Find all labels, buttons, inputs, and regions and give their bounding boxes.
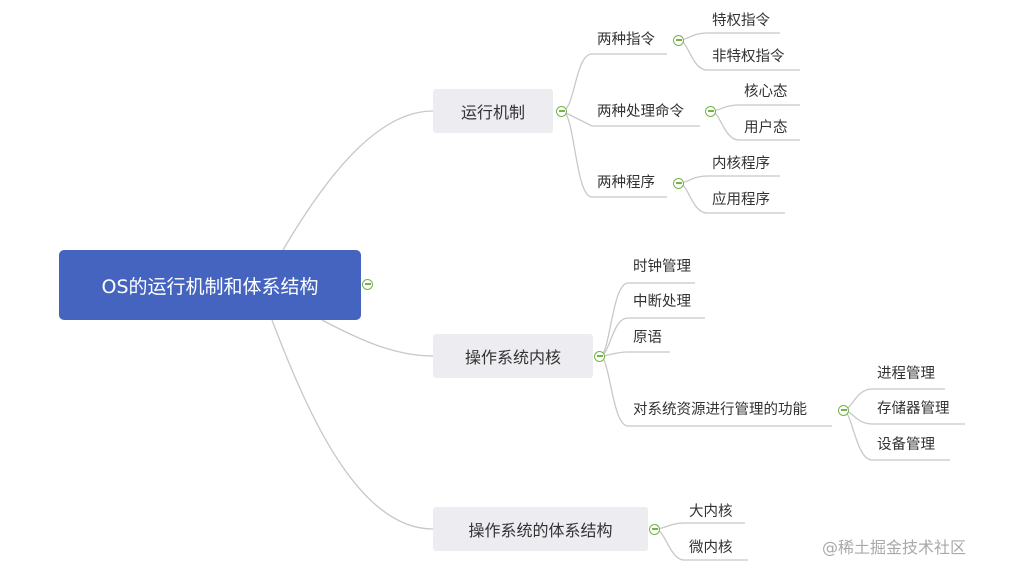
branch-architecture[interactable]: 操作系统的体系结构: [433, 507, 648, 551]
collapse-states-icon[interactable]: [705, 106, 716, 117]
leaf-non-privileged-instruction[interactable]: 非特权指令: [712, 48, 785, 66]
topic-label: 时钟管理: [633, 259, 691, 275]
topic-label: 对系统资源进行管理的功能: [633, 402, 807, 418]
topic-label: 原语: [633, 330, 662, 346]
watermark-text: @稀土掘金技术社区: [822, 538, 967, 557]
collapse-programs-icon[interactable]: [673, 178, 684, 189]
leaf-label: 非特权指令: [712, 49, 785, 65]
topic-two-programs[interactable]: 两种程序: [597, 174, 655, 192]
topic-clock-management[interactable]: 时钟管理: [633, 258, 691, 276]
topic-resource-management[interactable]: 对系统资源进行管理的功能: [633, 401, 807, 419]
leaf-kernel-program[interactable]: 内核程序: [712, 155, 770, 173]
topic-two-programs-label: 两种程序: [597, 175, 655, 191]
leaf-kernel-mode[interactable]: 核心态: [744, 83, 788, 101]
link-root-architecture: [271, 319, 434, 530]
leaf-label: 存储器管理: [877, 401, 950, 417]
topic-interrupt-handling[interactable]: 中断处理: [633, 293, 691, 311]
leaf-application-program[interactable]: 应用程序: [712, 191, 770, 209]
leaf-privileged-instruction[interactable]: 特权指令: [712, 12, 770, 30]
leaf-microkernel[interactable]: 微内核: [689, 539, 733, 557]
leaf-user-mode[interactable]: 用户态: [744, 119, 788, 137]
link-root-mechanism: [282, 110, 434, 251]
branch-kernel[interactable]: 操作系统内核: [433, 334, 593, 378]
leaf-memory-management[interactable]: 存储器管理: [877, 400, 950, 418]
topic-two-states-label: 两种处理命令: [597, 104, 684, 120]
leaf-label: 核心态: [744, 84, 788, 100]
topic-two-states[interactable]: 两种处理命令: [597, 103, 684, 121]
leaf-label: 应用程序: [712, 192, 770, 208]
branch-architecture-label: 操作系统的体系结构: [468, 521, 613, 540]
leaf-label: 内核程序: [712, 156, 770, 172]
collapse-root-icon[interactable]: [362, 279, 373, 290]
topic-primitive[interactable]: 原语: [633, 329, 662, 347]
leaf-label: 用户态: [744, 120, 788, 136]
leaf-label: 特权指令: [712, 13, 770, 29]
leaf-label: 设备管理: [877, 437, 935, 453]
collapse-instructions-icon[interactable]: [673, 35, 684, 46]
branch-mechanism[interactable]: 运行机制: [433, 89, 553, 133]
leaf-monolithic-kernel[interactable]: 大内核: [689, 503, 733, 521]
root-topic[interactable]: OS的运行机制和体系结构: [59, 250, 361, 320]
collapse-mechanism-icon[interactable]: [556, 106, 567, 117]
branch-mechanism-label: 运行机制: [460, 103, 525, 122]
topic-two-instructions-label: 两种指令: [597, 32, 655, 48]
link-root-kernel: [321, 319, 434, 357]
leaf-label: 大内核: [689, 504, 733, 520]
root-topic-label: OS的运行机制和体系结构: [101, 275, 319, 298]
collapse-kernel-icon[interactable]: [594, 351, 605, 362]
branch-kernel-label: 操作系统内核: [464, 348, 561, 367]
leaf-process-management[interactable]: 进程管理: [877, 365, 935, 383]
leaf-device-management[interactable]: 设备管理: [877, 436, 935, 454]
leaf-label: 微内核: [689, 540, 733, 556]
topic-label: 中断处理: [633, 294, 691, 310]
collapse-architecture-icon[interactable]: [649, 524, 660, 535]
collapse-resources-icon[interactable]: [838, 405, 849, 416]
topic-two-instructions[interactable]: 两种指令: [597, 31, 655, 49]
leaf-label: 进程管理: [877, 366, 935, 382]
